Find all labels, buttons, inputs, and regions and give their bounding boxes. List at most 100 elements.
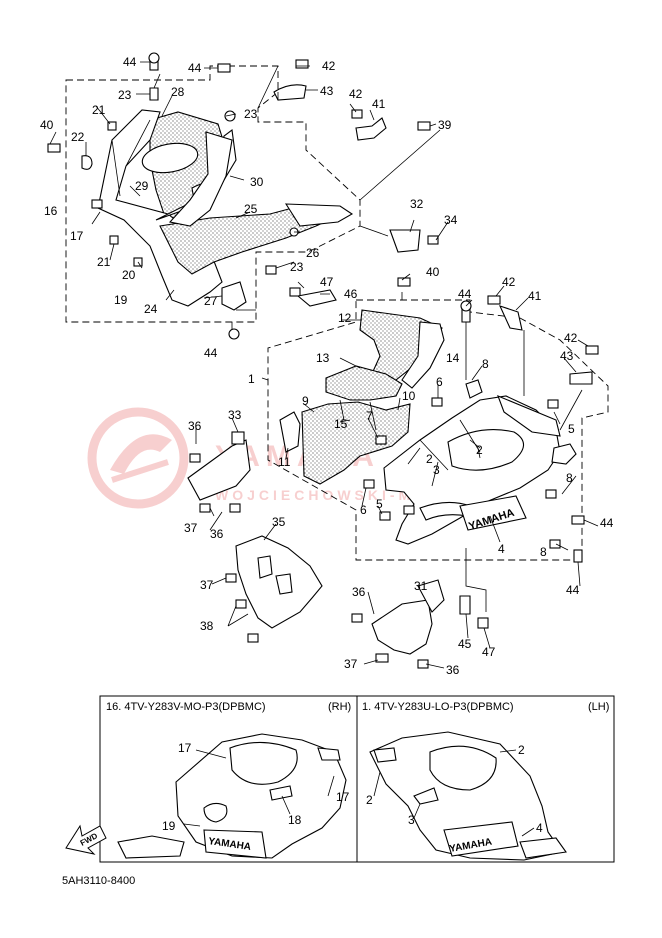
callout-40: 40 [40, 118, 54, 132]
callout-8: 8 [566, 471, 573, 485]
callout-27: 27 [204, 294, 218, 308]
callout-36: 36 [188, 419, 202, 433]
callout-44: 44 [123, 55, 137, 69]
part-30-inner-trim [168, 131, 233, 227]
variant-rh-callout-19: 19 [162, 819, 176, 833]
group-boundary-1 [267, 299, 609, 561]
callout-35: 35 [272, 515, 286, 529]
leader-lines [49, 61, 599, 669]
variant-panel: 16. 4TV-Y283V-MO-P3(DPBMC) (RH) YAMAHA 1… [65, 695, 615, 863]
callout-44: 44 [204, 346, 218, 360]
part-31-bracket [371, 599, 433, 655]
callout-3: 3 [433, 463, 440, 477]
variant-rh-cowl [175, 733, 347, 859]
callout-34: 34 [444, 213, 458, 227]
callout-1: 1 [248, 372, 255, 386]
variant-lh-callout-3: 3 [408, 813, 415, 827]
callout-47: 47 [320, 275, 334, 289]
callout-44: 44 [600, 516, 614, 530]
callout-5: 5 [376, 497, 383, 511]
variant-lh-callout-2: 2 [366, 793, 373, 807]
callout-46: 46 [344, 287, 358, 301]
callout-5: 5 [568, 422, 575, 436]
callout-31: 31 [414, 579, 428, 593]
callout-44: 44 [188, 61, 202, 75]
part-25-lower-inner-panel [159, 205, 340, 275]
callout-44: 44 [566, 583, 580, 597]
callout-36: 36 [210, 527, 224, 541]
callout-6: 6 [436, 375, 443, 389]
callout-43: 43 [320, 84, 334, 98]
callout-19: 19 [114, 293, 128, 307]
callout-15: 15 [334, 417, 348, 431]
callout-24: 24 [144, 302, 158, 316]
callout-2: 2 [476, 443, 483, 457]
callout-21: 21 [97, 255, 111, 269]
variant-lh-header: 1. 4TV-Y283U-LO-P3(DPBMC) [362, 701, 514, 713]
variant-lh-side: (LH) [588, 701, 609, 713]
callout-6: 6 [360, 503, 367, 517]
variant-lh-callout-4: 4 [536, 821, 543, 835]
callout-43: 43 [560, 349, 574, 363]
callout-30: 30 [250, 175, 264, 189]
callout-42: 42 [564, 331, 578, 345]
variant-rh-callout-18: 18 [288, 813, 302, 827]
upper-hardware [47, 52, 439, 340]
callout-38: 38 [200, 619, 214, 633]
callout-37: 37 [184, 521, 198, 535]
variant-rh-side: (RH) [328, 701, 351, 713]
callout-12: 12 [338, 311, 352, 325]
callout-37: 37 [200, 578, 214, 592]
callout-45: 45 [458, 637, 472, 651]
callouts: 44 44 42 43 23 28 23 42 41 39 21 40 22 2… [40, 55, 614, 677]
callout-42: 42 [322, 59, 336, 73]
callout-40: 40 [426, 265, 440, 279]
lower-hardware [363, 277, 599, 563]
callout-26: 26 [306, 246, 320, 260]
callout-8: 8 [540, 545, 547, 559]
callout-22: 22 [71, 130, 85, 144]
callout-21: 21 [92, 103, 106, 117]
callout-11: 11 [278, 455, 291, 469]
callout-36: 36 [446, 663, 460, 677]
callout-14: 14 [446, 351, 460, 365]
variant-rh-callout-17: 17 [178, 741, 192, 755]
part-33-bracket [187, 439, 251, 501]
footer-code: 5AH3110-8400 [62, 875, 135, 887]
callout-28: 28 [171, 85, 185, 99]
callout-33: 33 [228, 408, 242, 422]
part-14-trim [401, 321, 445, 389]
callout-47: 47 [482, 645, 496, 659]
variant-rh-header: 16. 4TV-Y283V-MO-P3(DPBMC) [106, 701, 266, 713]
callout-2: 2 [426, 452, 433, 466]
callout-20: 20 [122, 268, 136, 282]
callout-41: 41 [528, 289, 542, 303]
variant-rh-callout-17: 17 [336, 790, 350, 804]
callout-7: 7 [366, 409, 373, 423]
part-13-panel [325, 365, 403, 401]
callout-29: 29 [135, 179, 149, 193]
callout-41: 41 [372, 97, 386, 111]
variant-lh-callout-2: 2 [518, 743, 525, 757]
group-boundary-16 [65, 65, 361, 323]
part-11-bracket [279, 411, 301, 453]
callout-16: 16 [44, 204, 58, 218]
callout-39: 39 [438, 118, 452, 132]
fwd-arrow-icon: FWD [65, 824, 107, 855]
callout-23: 23 [244, 107, 258, 121]
callout-4: 4 [498, 542, 505, 556]
callout-42: 42 [349, 87, 363, 101]
callout-36: 36 [352, 585, 366, 599]
callout-17: 17 [70, 229, 84, 243]
callout-32: 32 [410, 197, 424, 211]
callout-23: 23 [118, 88, 132, 102]
callout-42: 42 [502, 275, 516, 289]
callout-44: 44 [458, 287, 472, 301]
callout-9: 9 [302, 394, 309, 408]
part-9-panel [301, 401, 411, 485]
callout-25: 25 [244, 202, 258, 216]
callout-10: 10 [402, 389, 416, 403]
callout-13: 13 [316, 351, 330, 365]
